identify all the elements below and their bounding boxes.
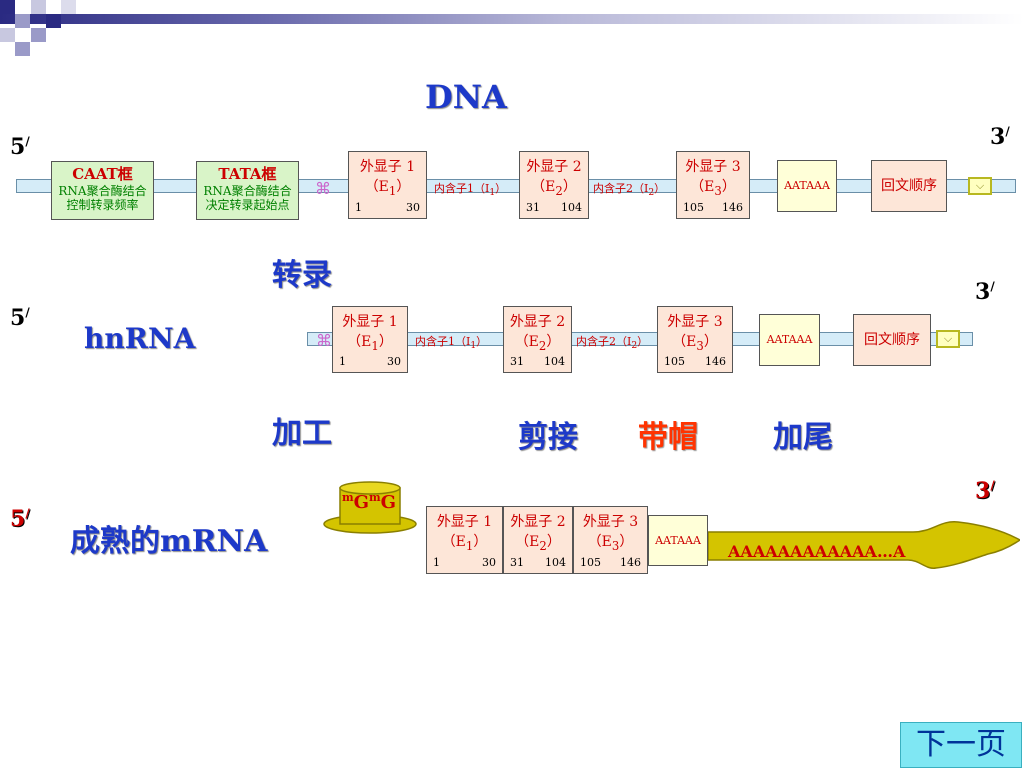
step-capping: 带帽 [638, 420, 698, 455]
hnrna-start-icon: ⌘ [316, 331, 332, 350]
dna-terminator-icon: ⌵ [968, 177, 992, 195]
dna-five-prime: 5/ [10, 134, 30, 160]
step-transcription: 转录 [272, 258, 332, 293]
polya-label: AAAAAAAAAAAA…A [728, 542, 906, 561]
cap-icon [323, 481, 417, 534]
tata-box: TATA框 RNA聚合酶结合 决定转录起始点 [196, 161, 299, 220]
polya-tail-icon [708, 521, 1020, 569]
step-tailing: 加尾 [773, 420, 833, 455]
title-dna: DNA [425, 78, 507, 116]
hnrna-intron-1: 内含子1（I1） [415, 335, 488, 352]
dna-strand [16, 179, 1016, 193]
header-square [0, 28, 15, 42]
mrna-aataaa: AATAAA [648, 515, 708, 566]
dna-three-prime: 3/ [990, 124, 1010, 150]
header-square [31, 28, 46, 42]
hnrna-terminator-icon: ⌵ [936, 330, 960, 348]
hnrna-intron-2: 内含子2（I2） [576, 335, 649, 352]
mrna-five-prime: 5/ [10, 506, 30, 532]
dna-intron-2: 内含子2（I2） [593, 182, 666, 199]
header-square [61, 0, 76, 14]
header-square [31, 0, 46, 14]
cap-label: mGmG [342, 491, 397, 513]
dna-palindrome: 回文顺序 [871, 160, 947, 212]
hnrna-palindrome: 回文顺序 [853, 314, 931, 366]
mrna-label: 成熟的mRNA [70, 524, 268, 559]
header-gradient-bar [0, 14, 1024, 24]
hnrna-five-prime: 5/ [10, 305, 30, 331]
header-square [15, 14, 30, 28]
step-splicing: 剪接 [518, 420, 578, 455]
start-site-icon: ⌘ [315, 179, 331, 198]
hnrna-aataaa: AATAAA [759, 314, 820, 366]
header-square [15, 42, 30, 56]
mrna-three-prime: 3/ [975, 478, 995, 504]
header-square [46, 14, 61, 28]
dna-intron-1: 内含子1（I1） [434, 182, 507, 199]
hnrna-label: hnRNA [84, 322, 196, 355]
next-page-button[interactable]: 下一页 [900, 722, 1022, 768]
caat-box: CAAT框 RNA聚合酶结合 控制转录频率 [51, 161, 154, 220]
step-processing: 加工 [272, 416, 332, 451]
dna-aataaa: AATAAA [777, 160, 837, 212]
hnrna-three-prime: 3/ [975, 279, 995, 305]
header-square [0, 0, 15, 14]
